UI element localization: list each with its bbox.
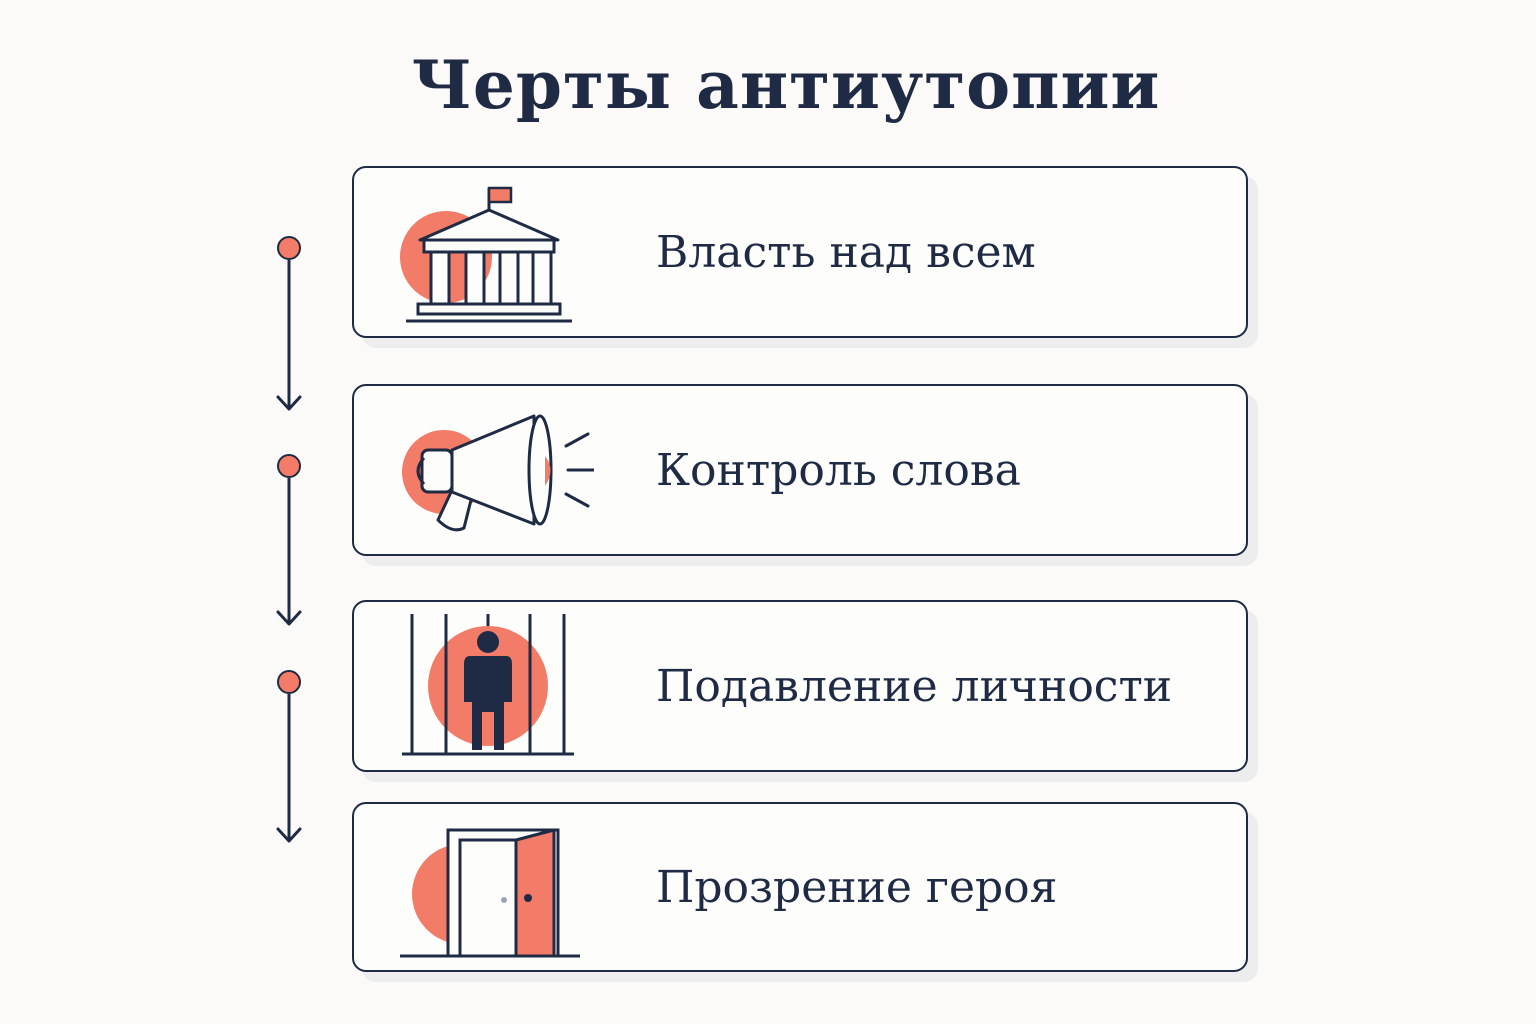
person-behind-bars-icon: [402, 614, 574, 756]
page-title: Черты антиутопии: [411, 46, 1161, 124]
open-door-icon: [400, 828, 580, 958]
step-label: Подавление личности: [656, 660, 1173, 712]
timeline-step-2: [276, 454, 302, 626]
arrow-down-icon: [276, 395, 302, 411]
step-card-suppression: Подавление личности: [352, 600, 1248, 772]
arrow-down-icon: [276, 827, 302, 843]
government-building-icon: [400, 186, 572, 323]
step-card-power: Власть над всем: [352, 166, 1248, 338]
step-card-speech-control: Контроль слова: [352, 384, 1248, 556]
step-label: Контроль слова: [656, 444, 1021, 496]
timeline-step-3: [276, 670, 302, 843]
step-label: Власть над всем: [656, 226, 1036, 278]
timeline-step-1: [276, 236, 302, 411]
megaphone-icon: [402, 414, 594, 532]
step-card-awakening: Прозрение героя: [352, 802, 1248, 972]
timeline-dot: [277, 670, 301, 694]
step-label: Прозрение героя: [656, 861, 1058, 913]
timeline: [276, 236, 302, 843]
timeline-dot: [277, 454, 301, 478]
timeline-dot: [277, 236, 301, 260]
arrow-down-icon: [276, 610, 302, 626]
